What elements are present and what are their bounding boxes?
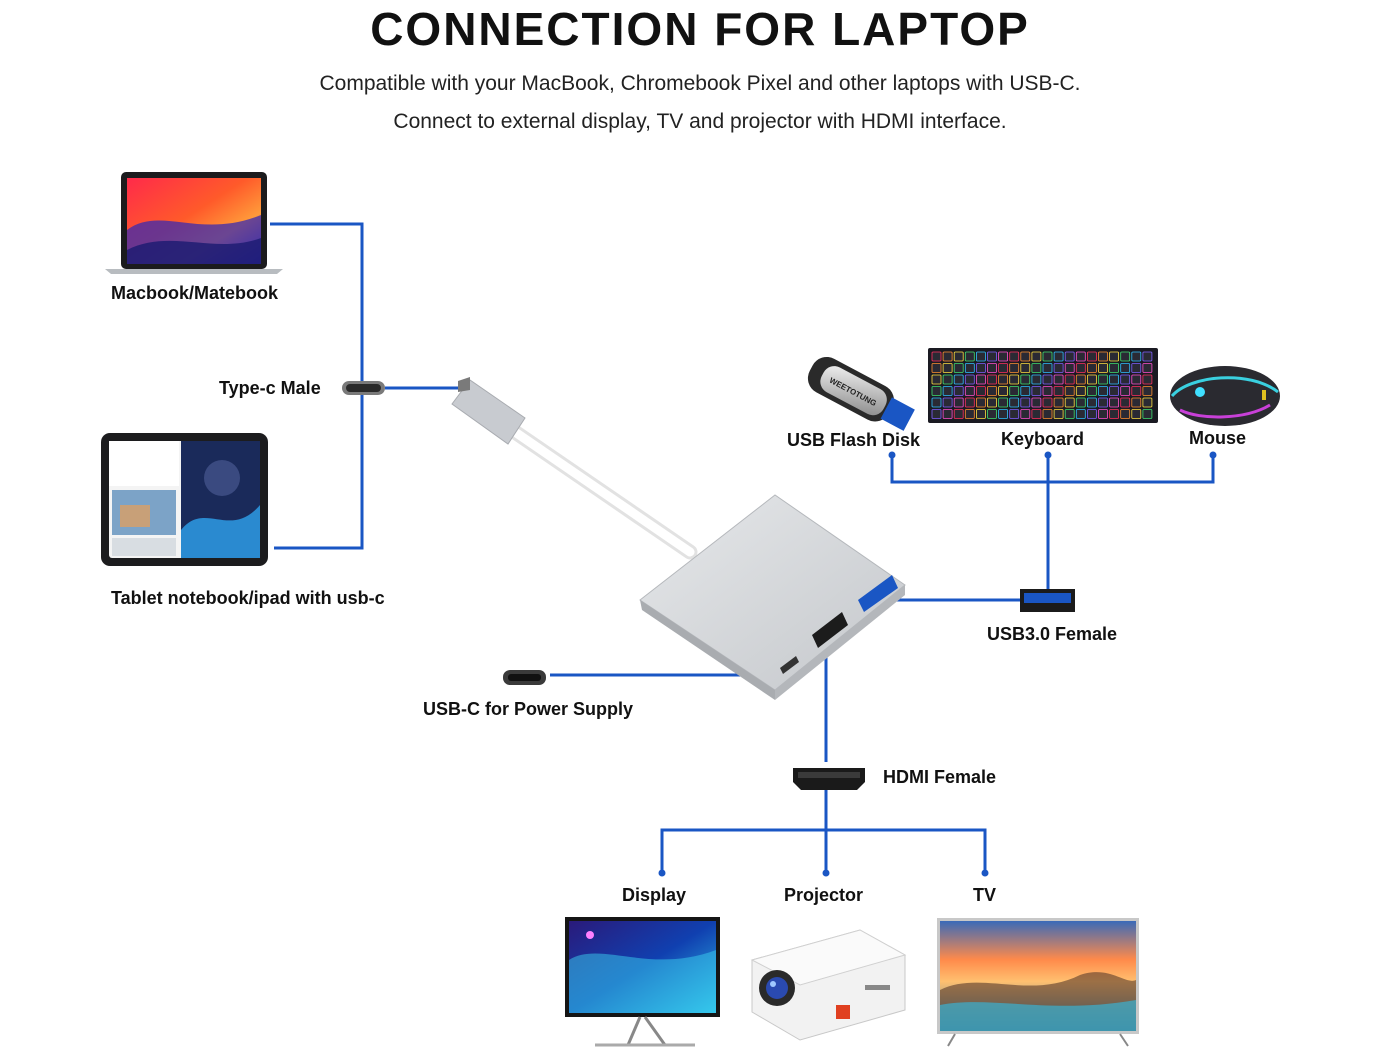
label-tv: TV: [973, 885, 997, 905]
label-typec-male: Type-c Male: [219, 378, 321, 398]
label-usb3-female: USB3.0 Female: [987, 624, 1118, 644]
subtitle-line-1: Compatible with your MacBook, Chromebook…: [319, 72, 1081, 95]
hub-usb-port: [858, 575, 898, 612]
adapter-hub: [639, 494, 906, 700]
keyboard-icon: [928, 348, 1158, 423]
label-usbc-power: USB-C for Power Supply: [423, 699, 634, 719]
label-macbook: Macbook/Matebook: [111, 283, 279, 303]
mouse-icon: [1170, 366, 1280, 426]
projector-icon: [750, 929, 907, 1041]
label-display: Display: [622, 885, 687, 905]
hub-usbc-port: [780, 656, 799, 674]
line-tablet: [274, 388, 364, 550]
tablet-icon: [101, 433, 268, 566]
usb-flash-icon: WEETOTUNG: [807, 356, 915, 431]
line-display-tv: [660, 828, 987, 873]
usb3-port-icon: [1020, 589, 1075, 612]
label-tablet: Tablet notebook/ipad with usb-c: [111, 588, 385, 608]
subtitle-line-2: Connect to external display, TV and proj…: [393, 110, 1007, 133]
label-keyboard: Keyboard: [1001, 429, 1085, 449]
line-macbook: [270, 222, 364, 388]
line-usb-peripherals: [890, 455, 1215, 484]
hdmi-port-icon: [793, 768, 865, 790]
adapter-cable: [451, 377, 698, 560]
usbc-power-icon: [503, 670, 546, 685]
label-usb-flash-disk: USB Flash Disk: [787, 430, 921, 450]
laptop-icon: [105, 172, 283, 274]
typec-plug-icon: [342, 381, 385, 395]
page-title: CONNECTION FOR LAPTOP: [370, 3, 1030, 55]
tv-icon: [937, 918, 1139, 1047]
label-hdmi-female: HDMI Female: [883, 767, 997, 787]
label-projector: Projector: [784, 885, 864, 905]
display-monitor-icon: [565, 917, 720, 1047]
label-mouse: Mouse: [1189, 428, 1247, 448]
hub-hdmi-port: [812, 612, 848, 648]
